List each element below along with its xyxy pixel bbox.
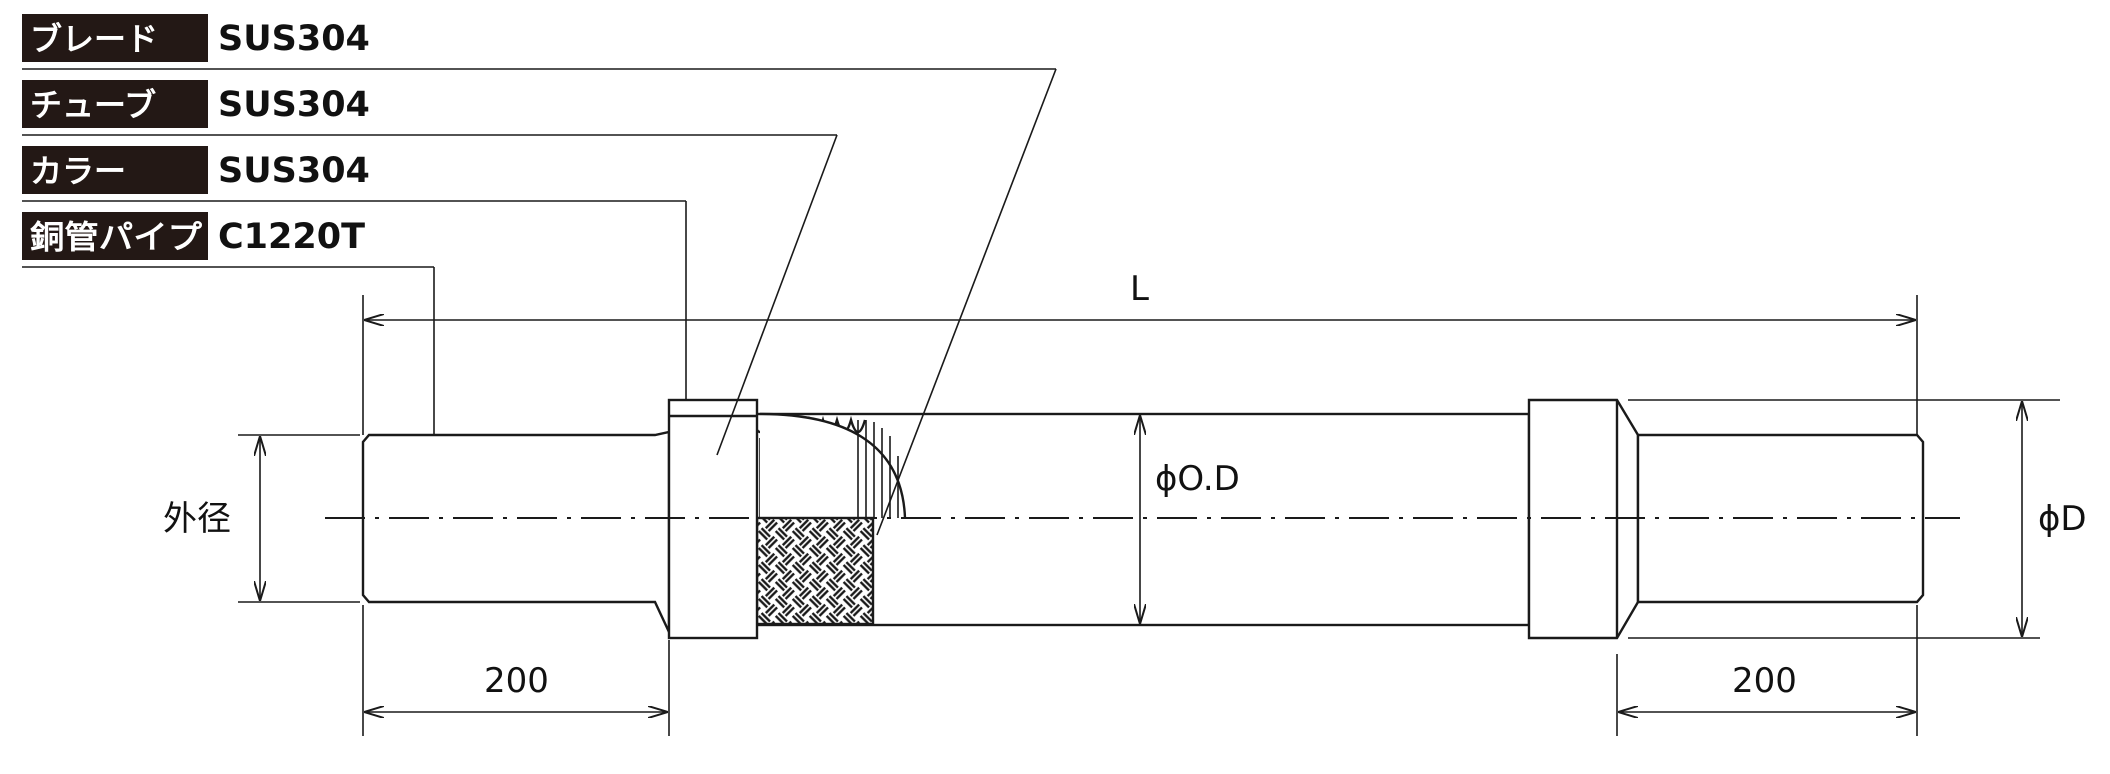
label-overall-length: L <box>1130 269 1149 309</box>
legend-tag-braid <box>22 14 208 62</box>
legend-tag-collar-label: カラー <box>30 152 126 190</box>
legend-tag-copper-pipe-label: 銅管パイプ <box>30 218 203 256</box>
label-hose-diameter: ϕO.D <box>1155 459 1240 499</box>
braid-end-cap <box>759 412 907 519</box>
legend-tag-tube <box>22 80 208 128</box>
dimension-left-pipe-length: 200 <box>362 605 670 736</box>
dimension-right-pipe-length: 200 <box>1616 605 1918 736</box>
legend-tag-copper-pipe <box>22 212 208 260</box>
legend-tag-tube-label: チューブ <box>30 86 156 124</box>
braid-section <box>755 516 875 626</box>
legend-row-tube: チューブ SUS304 <box>22 80 837 136</box>
legend-row-collar: カラー SUS304 <box>22 146 686 202</box>
legend-row-braid: ブレード SUS304 <box>22 14 1056 70</box>
dimension-collar-diameter: ϕD <box>1628 399 2087 639</box>
label-left-pipe-length: 200 <box>484 661 549 701</box>
label-collar-diameter: ϕD <box>2038 499 2087 539</box>
material-legend: ブレード SUS304 チューブ SUS304 カラー SUS304 銅管パイプ… <box>22 14 1056 268</box>
legend-material-tube: SUS304 <box>218 85 370 125</box>
label-right-pipe-length: 200 <box>1732 661 1797 701</box>
legend-material-collar: SUS304 <box>218 151 370 191</box>
legend-tag-braid-label: ブレード <box>30 20 158 58</box>
legend-row-copper-pipe: 銅管パイプ C1220T <box>22 212 434 268</box>
leader-tube <box>716 134 838 456</box>
leader-braid <box>876 68 1057 536</box>
legend-material-braid: SUS304 <box>218 19 370 59</box>
leader-lines <box>433 68 1057 536</box>
legend-material-copper-pipe: C1220T <box>218 217 365 257</box>
dimension-overall-length: L <box>362 269 1918 435</box>
dimension-hose-diameter: ϕO.D <box>1140 416 1240 623</box>
legend-tag-collar <box>22 146 208 194</box>
left-copper-pipe <box>361 430 671 633</box>
label-outer-diameter: 外径 <box>163 499 231 539</box>
dimension-outer-diameter: 外径 <box>163 434 360 603</box>
